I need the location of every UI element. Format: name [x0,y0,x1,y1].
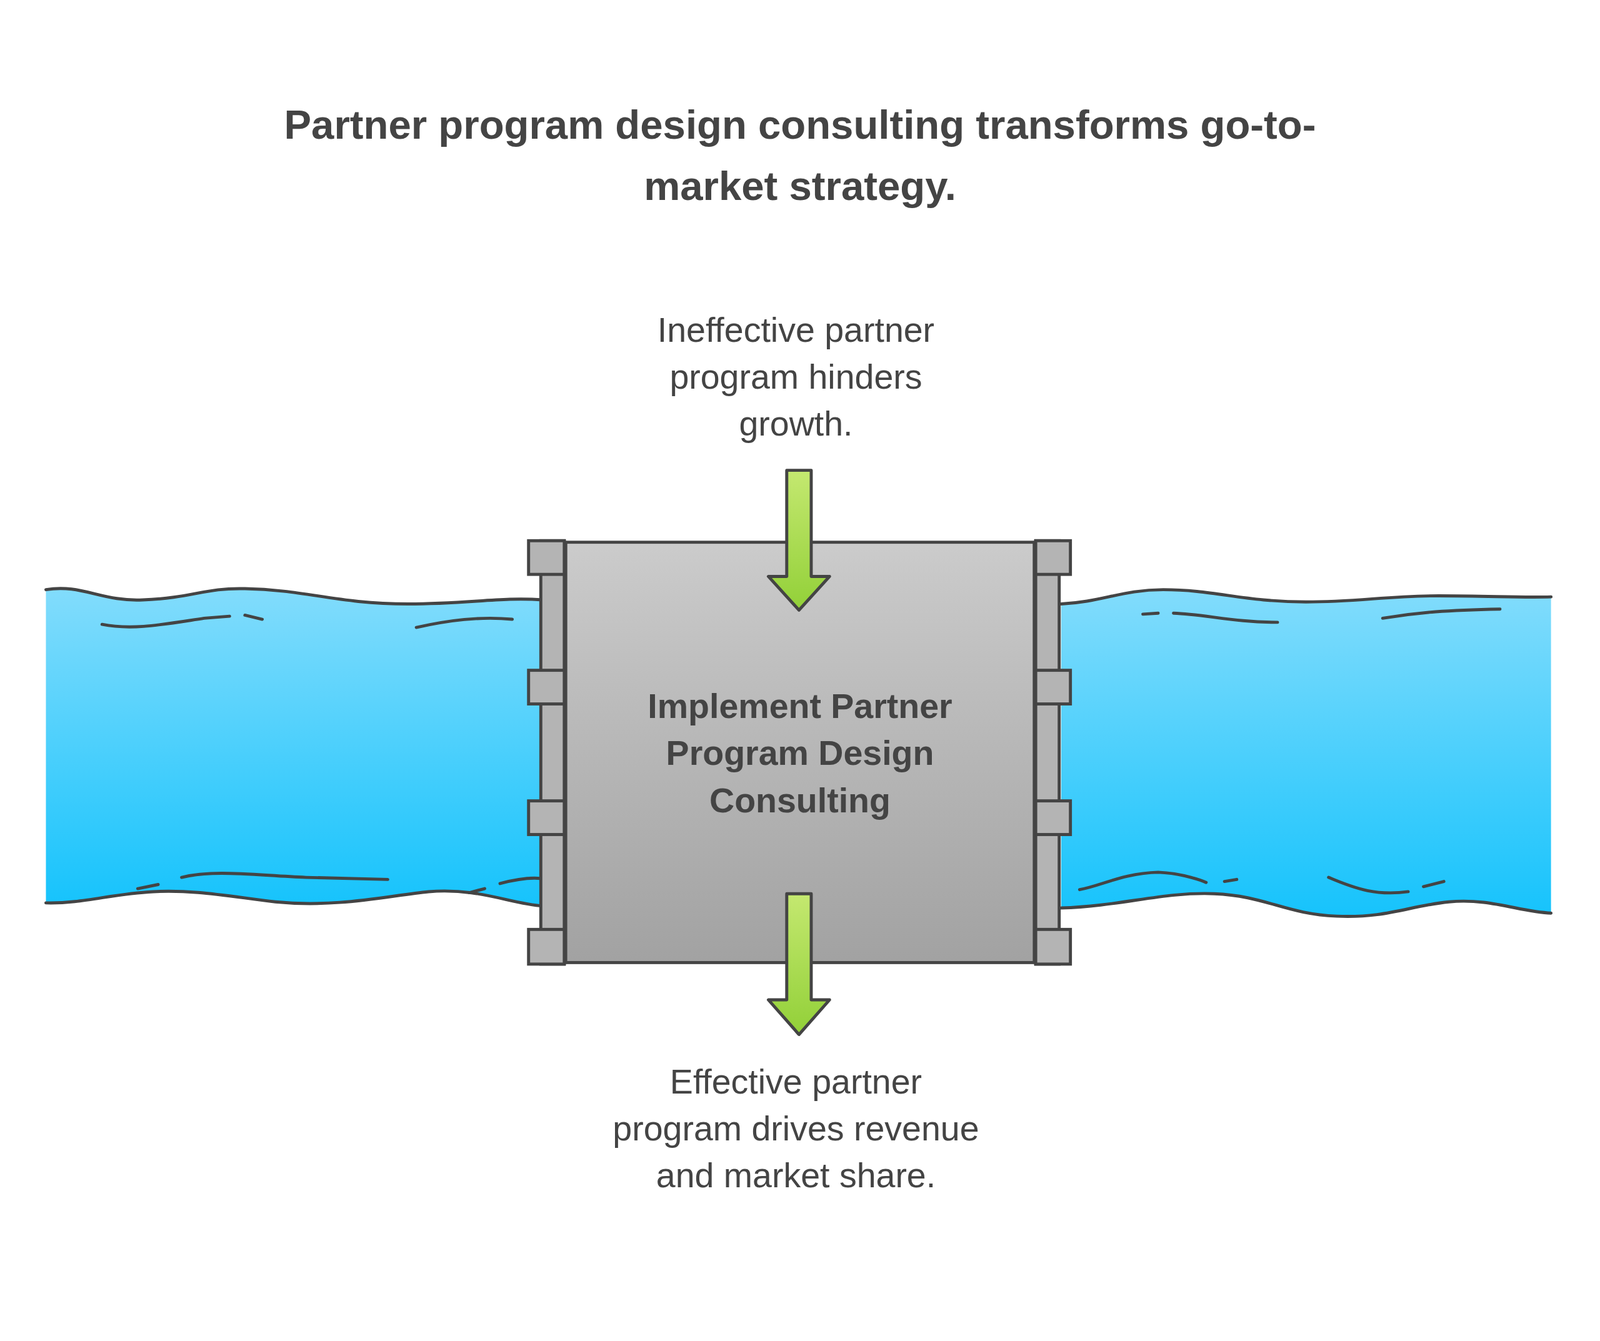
water-ripple [1173,613,1279,623]
gate-post [1035,540,1060,965]
gate-flange [1035,670,1071,705]
gate-flange [1035,929,1071,965]
water-ripple [1143,613,1159,615]
water-band [45,588,543,907]
water-ripple [1224,879,1237,882]
water-edge [1061,893,1552,917]
flow-arrow [768,470,830,611]
flow-arrow [768,893,830,1035]
water-band [1061,590,1552,917]
water-ripple [1423,881,1445,887]
water-ripple [1079,872,1206,890]
water-edge [1061,590,1552,605]
water-edge [45,588,543,605]
gate-flange [528,801,565,835]
water-ripple [1382,609,1500,619]
gate-flange [1035,801,1071,835]
water-ripple [137,885,159,890]
water-ripple [1328,877,1409,894]
gate-label: Implement Partner Program Design Consult… [626,681,974,823]
flow-note: Effective partner program drives revenue… [606,1058,985,1199]
water-ripple [416,618,512,628]
water-ripple [245,615,263,620]
gate-flange [1035,540,1071,575]
water-ripple [469,888,485,894]
flow-note: Ineffective partner program hinders grow… [612,306,980,447]
gate-flange [528,929,565,965]
gate-flange [528,670,565,705]
gate-flange [528,540,565,575]
water-ripple [101,616,230,627]
gate-post [540,540,565,965]
water-ripple [500,878,541,884]
diagram-title: Partner program design consulting transf… [218,93,1382,217]
water-ripple [181,873,389,880]
